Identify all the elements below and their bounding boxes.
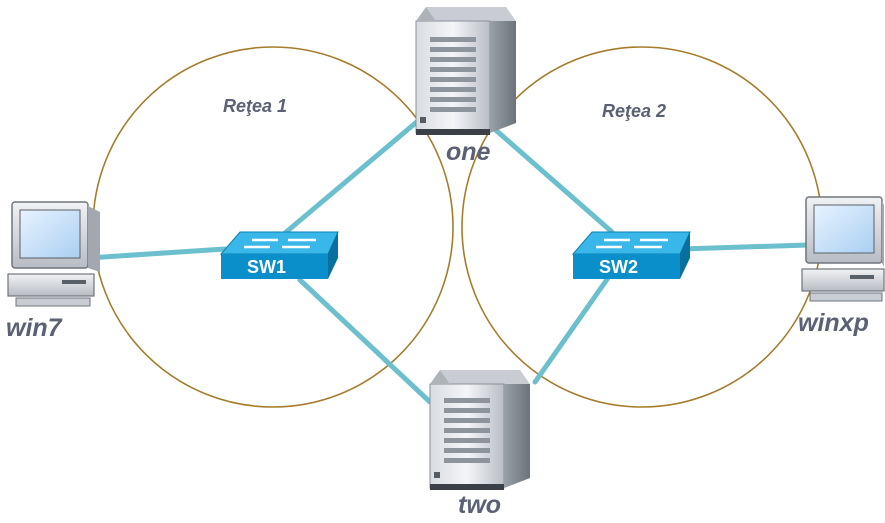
network-switch-icon: SW2 [571, 231, 691, 279]
links [85, 112, 811, 405]
link-win7-sw1 [85, 246, 228, 261]
link-sw2-winxp [679, 242, 811, 252]
network-1-label: Reţea 1 [223, 96, 287, 116]
link-one-sw2 [487, 122, 615, 235]
server-tower-icon [415, 7, 516, 135]
network-2-label: Reţea 2 [602, 101, 666, 121]
server-tower-icon [429, 370, 530, 490]
desktop-computer-icon [7, 201, 100, 307]
node-label-win7: win7 [6, 314, 63, 342]
network-switch-icon: SW1 [219, 231, 339, 279]
node-label-one: one [446, 138, 491, 166]
switch-label-sw2: SW2 [599, 257, 638, 277]
desktop-computer-icon [801, 196, 885, 302]
link-two-sw2 [532, 275, 611, 385]
link-sw1-one [282, 112, 428, 236]
node-label-two: two [458, 491, 501, 519]
switch-label-sw1: SW1 [247, 257, 286, 277]
node-label-winxp: winxp [798, 309, 869, 337]
link-sw1-two [297, 277, 433, 405]
